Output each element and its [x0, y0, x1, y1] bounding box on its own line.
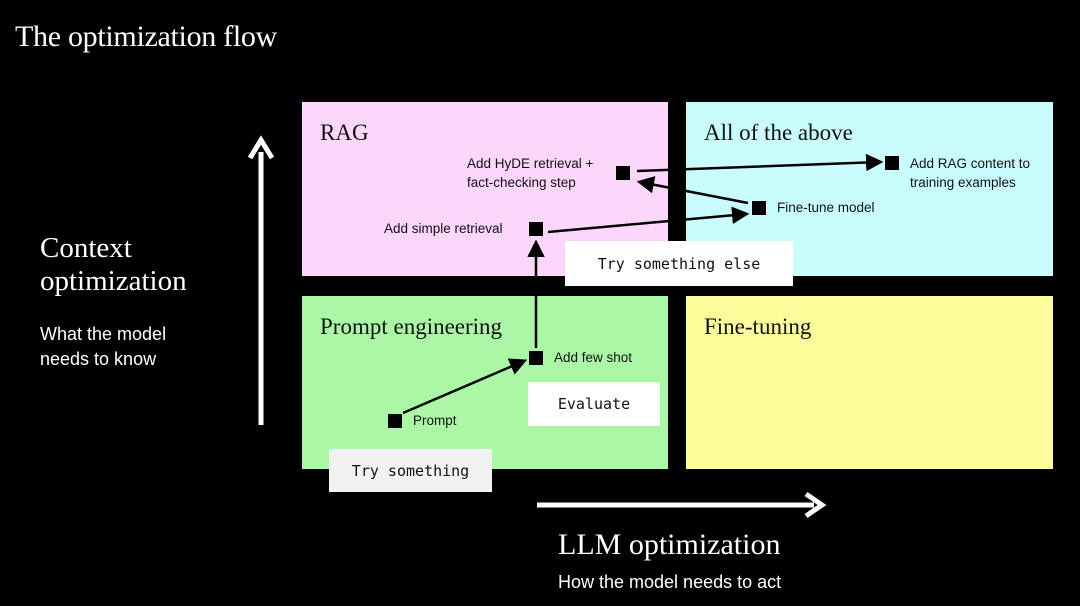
x-axis-arrow — [537, 491, 827, 519]
node-rag-content-label-line2: training examples — [910, 175, 1016, 190]
quadrant-fine-tuning: Fine-tuning — [686, 296, 1053, 469]
node-rag-content-marker — [885, 156, 899, 170]
quadrant-prompt-label: Prompt engineering — [320, 314, 503, 339]
node-prompt-marker — [388, 414, 402, 428]
arrow-prompt-to-few-shot — [402, 358, 528, 415]
node-prompt-label: Prompt — [413, 413, 457, 428]
quadrant-all-label: All of the above — [704, 120, 853, 145]
page-title: The optimization flow — [15, 20, 277, 53]
try-something-button[interactable]: Try something — [329, 449, 492, 492]
arrow-retrieval-to-fine-tune — [547, 206, 750, 234]
y-axis-title: Context optimization — [40, 232, 187, 297]
x-axis-title: LLM optimization — [558, 528, 781, 561]
arrow-fine-tune-to-hyde — [636, 176, 749, 205]
quadrant-fine-tuning-label: Fine-tuning — [704, 314, 812, 339]
arrow-hyde-to-rag-content — [636, 153, 884, 173]
quadrant-all-of-the-above: All of the above — [686, 102, 1053, 276]
node-few-shot-marker — [529, 351, 543, 365]
x-axis-subtitle: How the model needs to act — [558, 572, 782, 592]
node-simple-retrieval-label: Add simple retrieval — [384, 221, 503, 236]
y-axis-arrow — [247, 135, 275, 425]
try-something-else-button[interactable]: Try something else — [565, 241, 793, 286]
node-hyde-label-line2: fact-checking step — [467, 175, 576, 190]
node-simple-retrieval-marker — [529, 222, 543, 236]
node-fine-tune-label: Fine-tune model — [777, 200, 875, 215]
quadrant-rag-label: RAG — [320, 120, 369, 145]
node-fine-tune-marker — [752, 201, 766, 215]
node-hyde-label-line1: Add HyDE retrieval + — [467, 156, 594, 171]
node-hyde-marker — [616, 166, 630, 180]
y-axis-subtitle: What the model needs to know — [40, 324, 167, 369]
node-few-shot-label: Add few shot — [554, 350, 633, 365]
node-rag-content-label-line1: Add RAG content to — [910, 156, 1031, 171]
evaluate-button[interactable]: Evaluate — [528, 382, 660, 426]
